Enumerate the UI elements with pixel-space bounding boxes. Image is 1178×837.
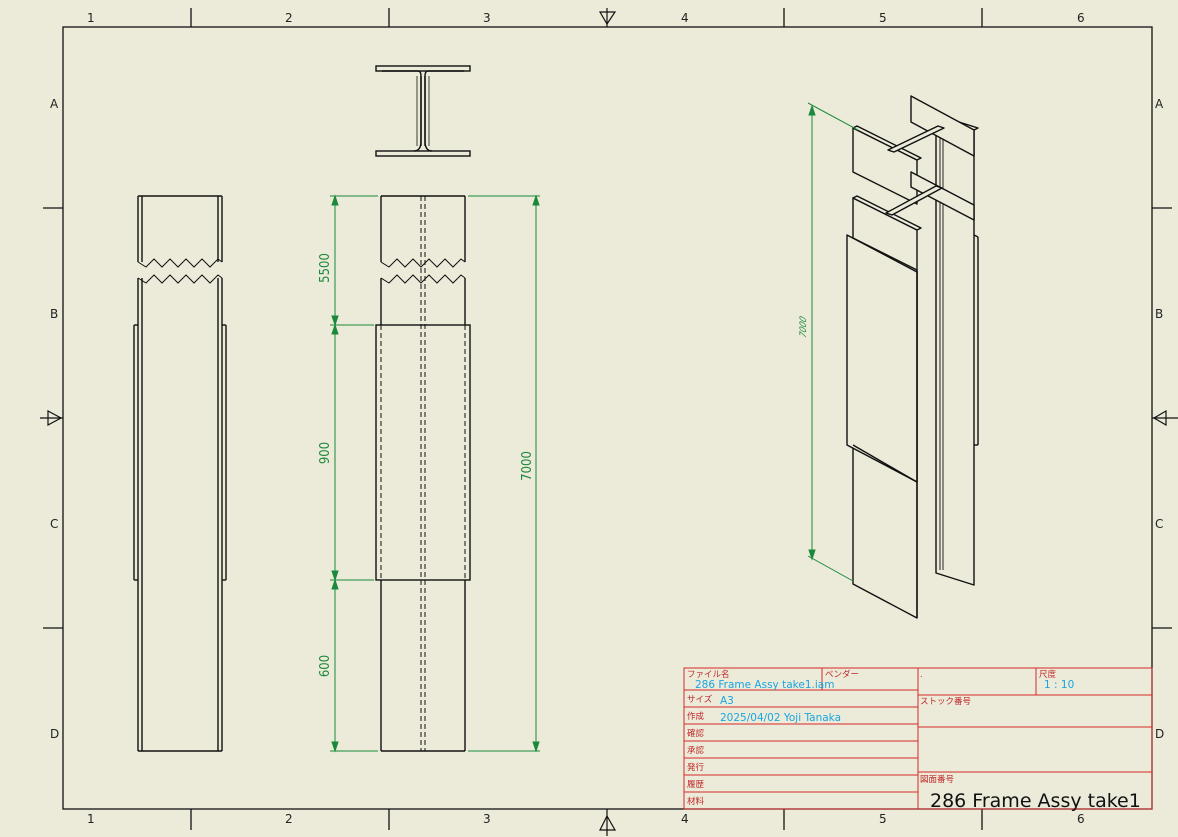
zone-row-d-left: D xyxy=(50,727,59,741)
zone-col-5-bottom: 5 xyxy=(879,812,887,826)
front-view-center xyxy=(375,195,471,752)
zone-labels-right: A B C D xyxy=(1155,97,1164,741)
file-name-value: 286 Frame Assy take1.iam xyxy=(695,679,834,691)
scale-value: 1 : 10 xyxy=(1044,679,1074,691)
isometric-view xyxy=(846,95,979,619)
dimension-600: 600 xyxy=(318,655,333,677)
zone-row-b-left: B xyxy=(50,307,58,321)
zone-col-3-top: 3 xyxy=(483,11,491,25)
dimension-900: 900 xyxy=(318,442,333,464)
size-value: A3 xyxy=(720,695,734,707)
author-label: 作成 xyxy=(687,711,705,722)
zone-row-a-right: A xyxy=(1155,97,1164,111)
zone-row-c-left: C xyxy=(50,517,58,531)
section-view-ibeam xyxy=(375,65,471,157)
isometric-dimension xyxy=(807,102,859,582)
side-view-left xyxy=(133,195,227,752)
stock-number-label: ストック番号 xyxy=(920,696,971,707)
scale-label: 尺度 xyxy=(1039,669,1057,680)
title-block xyxy=(683,667,1153,810)
drawing-number-label: 図面番号 xyxy=(920,774,954,785)
zone-row-a-left: A xyxy=(50,97,59,111)
zone-col-5-top: 5 xyxy=(879,11,887,25)
zone-col-2-top: 2 xyxy=(285,11,293,25)
file-name-label: ファイル名 xyxy=(687,669,730,680)
issue-label: 発行 xyxy=(687,762,705,773)
zone-row-d-right: D xyxy=(1155,727,1164,741)
zone-row-c-right: C xyxy=(1155,517,1163,531)
zone-labels-bottom: 1 2 3 4 5 6 xyxy=(87,812,1085,826)
zone-col-6-bottom: 6 xyxy=(1077,812,1085,826)
dimension-iso-7000: 7000 xyxy=(798,315,809,339)
zone-col-6-top: 6 xyxy=(1077,11,1085,25)
material-label: 材料 xyxy=(687,796,705,807)
zone-col-1-bottom: 1 xyxy=(87,812,95,826)
history-label: 履歴 xyxy=(687,780,705,790)
zone-col-4-top: 4 xyxy=(681,11,689,25)
zone-col-2-bottom: 2 xyxy=(285,812,293,826)
dimension-7000: 7000 xyxy=(520,451,535,481)
vendor-label: ベンダー xyxy=(825,669,859,680)
drawing-number-value: 286 Frame Assy take1 xyxy=(930,790,1141,812)
dimension-5500: 5500 xyxy=(318,253,333,283)
center-marks xyxy=(40,8,1178,836)
zone-labels-left: A B C D xyxy=(50,97,59,741)
author-value: 2025/04/02 Yoji Tanaka xyxy=(720,712,841,724)
zone-col-1-top: 1 xyxy=(87,11,95,25)
zone-col-4-bottom: 4 xyxy=(681,812,689,826)
size-label: サイズ xyxy=(687,694,713,705)
blank-field: . xyxy=(920,670,923,680)
dimension-lines xyxy=(330,194,540,753)
approve-label: 承認 xyxy=(687,745,705,756)
zone-labels-top: 1 2 3 4 5 6 xyxy=(87,11,1085,25)
check-label: 確認 xyxy=(687,728,705,739)
zone-ticks xyxy=(43,8,1172,830)
zone-row-b-right: B xyxy=(1155,307,1163,321)
zone-col-3-bottom: 3 xyxy=(483,812,491,826)
